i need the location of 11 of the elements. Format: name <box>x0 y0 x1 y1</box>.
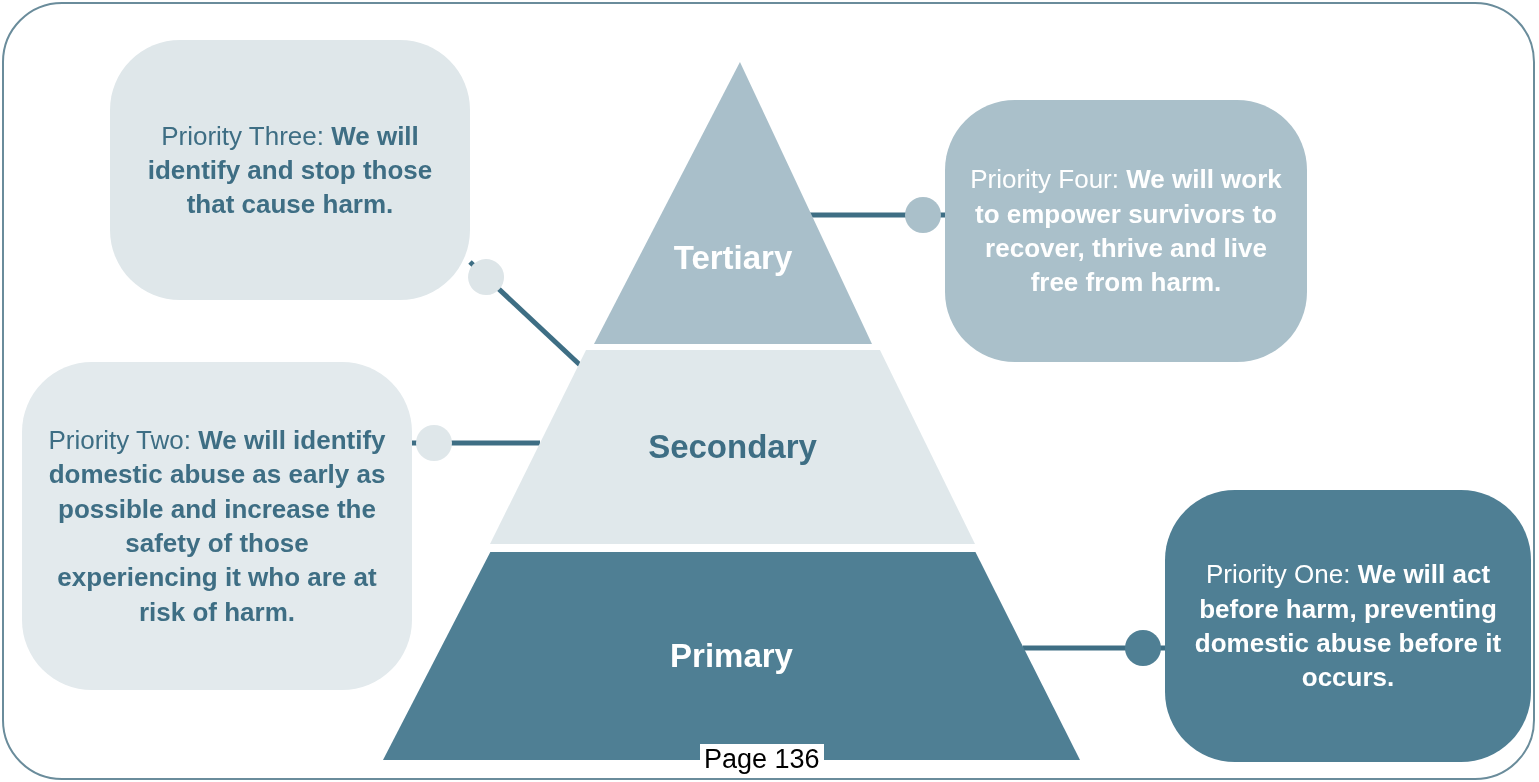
callout-box: Priority Three: We will identify and stop those that cause harm. <box>110 40 470 300</box>
leader-line <box>412 425 540 461</box>
leader-line <box>1023 630 1165 666</box>
callout-box: Priority Two: We will identify domestic abuse as early as possible and increase the safety of those experiencing it who are at risk of harm. <box>22 362 412 690</box>
page-number: Page 136 <box>700 744 824 775</box>
pyramid-layer: Tertiary <box>594 62 872 344</box>
pyramid-layer: Secondary <box>490 350 975 544</box>
callout-box: Priority One: We will act before harm, preventing domestic abuse before it occurs. <box>1165 490 1531 762</box>
callout-box: Priority Four: We will work to empower survivors to recover, thrive and live free from harm. <box>945 100 1307 362</box>
leader-line <box>810 197 945 233</box>
leader-line <box>468 259 582 367</box>
